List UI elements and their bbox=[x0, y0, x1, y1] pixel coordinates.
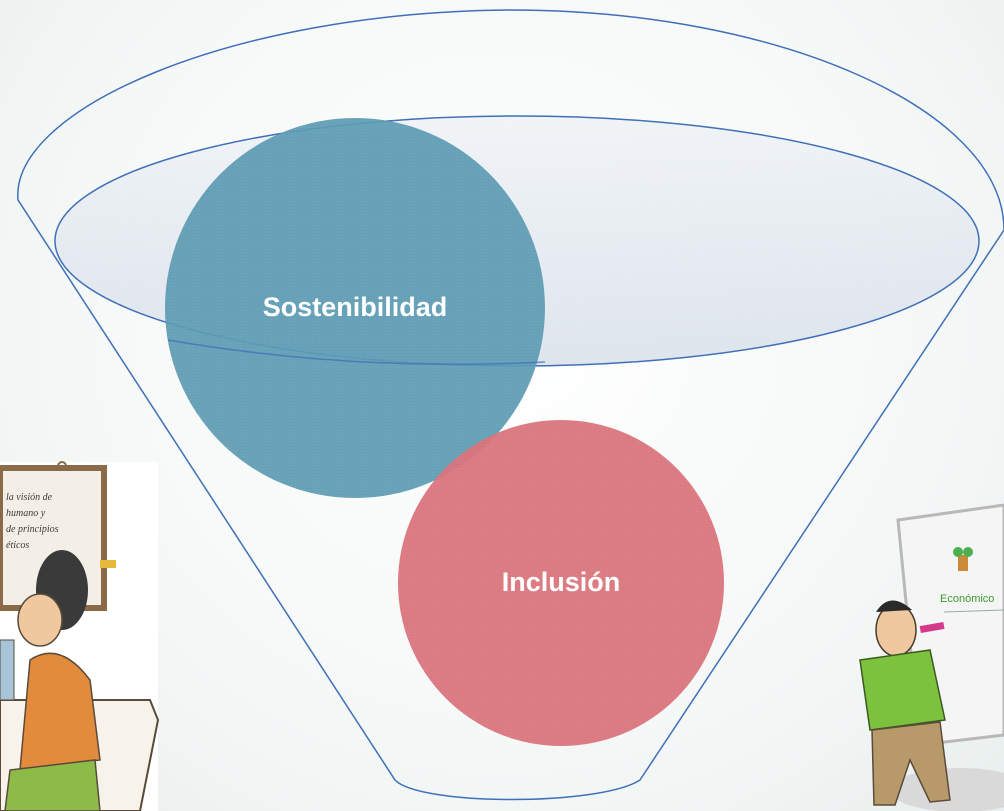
left-board-line-3: de principios bbox=[6, 524, 59, 535]
circle-inclusion: Inclusión bbox=[398, 420, 724, 746]
left-board-line-4: éticos bbox=[6, 540, 29, 551]
left-clipart-illustration: la visión de humano y de principios étic… bbox=[0, 461, 160, 811]
right-clipart-illustration: Económico bbox=[859, 503, 1004, 811]
left-board-line-1: la visión de bbox=[6, 492, 53, 503]
left-board-line-2: humano y bbox=[6, 508, 46, 519]
circle-sostenibilidad: Sostenibilidad bbox=[165, 118, 546, 498]
right-board-word: Económico bbox=[940, 593, 994, 605]
funnel-outline bbox=[17, 9, 1004, 801]
sostenibilidad-label: Sostenibilidad bbox=[263, 292, 448, 322]
inclusion-label: Inclusión bbox=[502, 567, 621, 597]
